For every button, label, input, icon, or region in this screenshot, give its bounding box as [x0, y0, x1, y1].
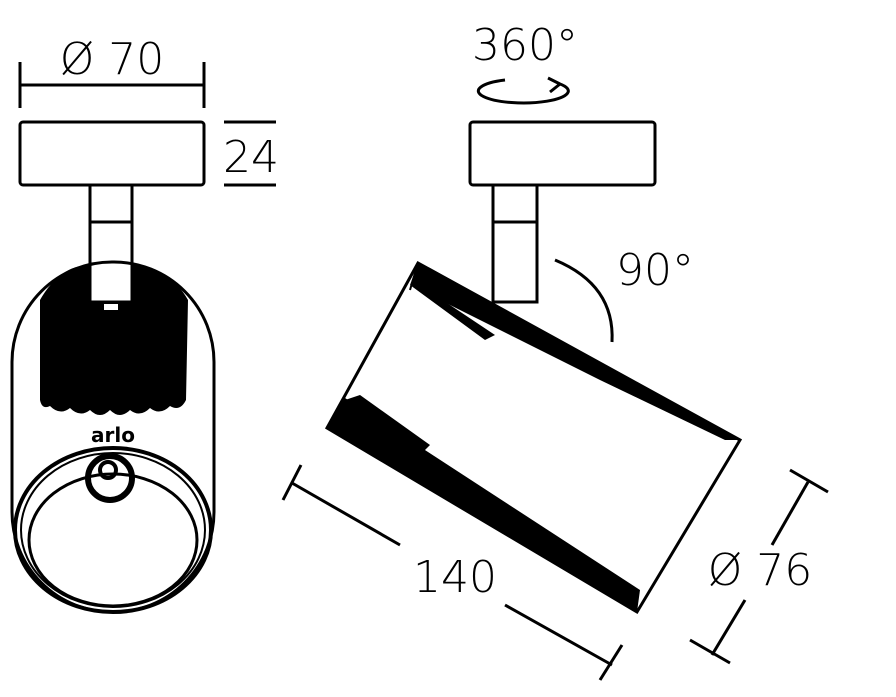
length-label: 140	[413, 552, 497, 603]
base-height-dimension	[224, 120, 276, 187]
side-view: 360° 90° 140 Ø 76	[281, 20, 829, 681]
outer-ring	[13, 446, 213, 614]
ceiling-base	[468, 120, 657, 187]
rotation-arrow-icon	[476, 76, 570, 105]
rotation-label: 360°	[472, 20, 578, 71]
heatsink-fins	[327, 263, 740, 612]
led-module	[85, 453, 135, 503]
heatsink	[40, 265, 188, 415]
body-diameter-label: Ø 76	[708, 545, 813, 596]
tilt-arc	[554, 258, 614, 343]
front-view: Ø 70 24 arlo	[10, 34, 279, 614]
stem	[491, 183, 539, 304]
length-dimension	[281, 464, 624, 681]
body-diameter-dimension	[689, 468, 829, 665]
lens	[27, 472, 199, 608]
tilt-label: 90°	[616, 245, 694, 296]
base-height-label: 24	[223, 132, 279, 183]
stem	[88, 183, 134, 304]
brand-logo: arlo	[91, 423, 135, 447]
base-diameter-dimension	[18, 62, 206, 108]
base-diameter-label: Ø 70	[60, 34, 165, 85]
ceiling-base	[18, 120, 206, 187]
